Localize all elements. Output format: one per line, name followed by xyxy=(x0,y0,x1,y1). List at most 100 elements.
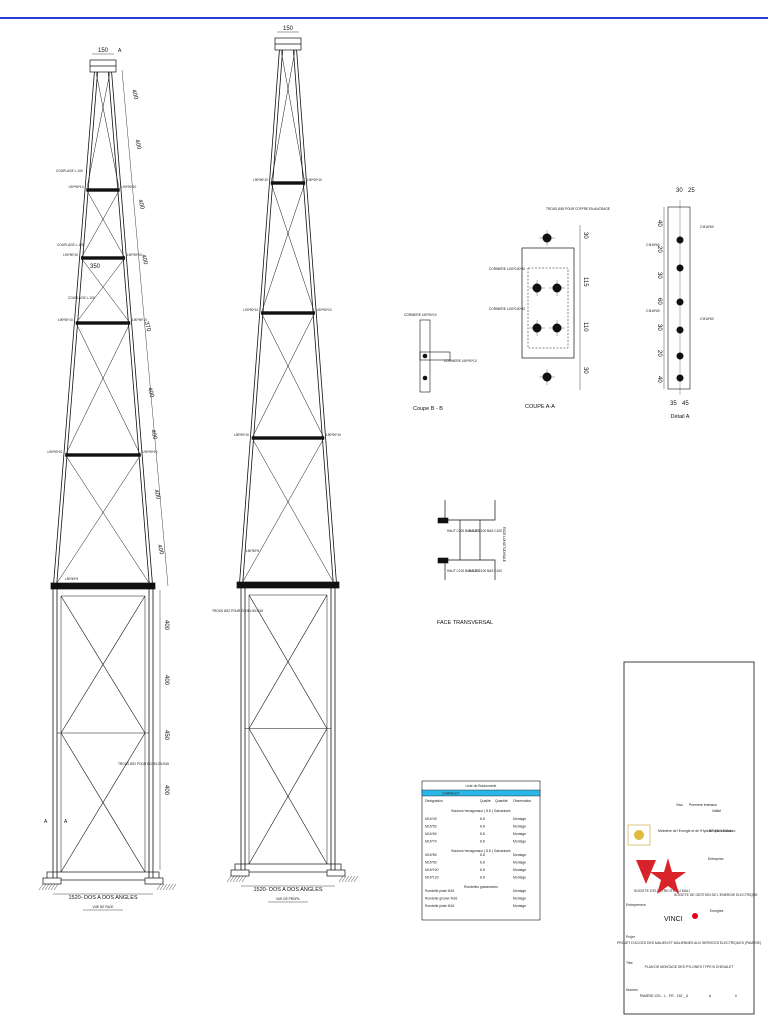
bom-cell: Montage xyxy=(513,897,526,901)
diagonal-brace xyxy=(54,454,141,587)
bom-cell: Montage xyxy=(513,817,526,821)
ground-hatch xyxy=(168,883,174,891)
bom-cell: 8.8 xyxy=(480,840,485,844)
base-dimension: 450 xyxy=(163,730,169,741)
ground-hatch xyxy=(344,875,350,883)
member-label: L90*90*10 xyxy=(132,318,147,322)
entreprise-label: Entreprise xyxy=(708,857,724,861)
bom-highlight-text: CHAVALET xyxy=(442,792,459,796)
bom-column-header: Qualité xyxy=(480,799,491,803)
horizontal-brace xyxy=(86,188,120,192)
member-label: L90*90*10 xyxy=(63,253,78,257)
bom-cell: Rondelle grower M16 xyxy=(425,897,457,901)
detail-a-dim: 30 xyxy=(582,367,588,374)
base-diagonal xyxy=(248,594,328,729)
base-dimension: 400 xyxy=(163,785,169,796)
base-diagonal xyxy=(60,595,146,734)
detail-a-dim: 30 xyxy=(582,232,588,239)
segment-dimension: 370 xyxy=(143,321,152,333)
member-label: L90*90*10 xyxy=(143,450,158,454)
tower-leg-right xyxy=(108,71,150,587)
transversal-label: HAUT C100 BAS C100 xyxy=(469,569,502,573)
detail-c-dim: 40 xyxy=(656,220,662,227)
bom-cell: Rondelle plate M16 xyxy=(425,904,454,908)
diagonal-brace xyxy=(86,189,126,259)
horizontal-brace xyxy=(65,453,141,457)
horizontal-brace xyxy=(75,321,131,325)
foot-plate-right xyxy=(144,877,164,885)
member-label: L50*50*5 xyxy=(65,577,78,581)
bom-column-header: Désignation xyxy=(425,799,443,803)
detail-c-dim: 20 xyxy=(656,350,662,357)
diagonal-brace xyxy=(95,71,120,191)
tower-leg-right xyxy=(296,49,337,586)
ground-hatch xyxy=(165,883,171,891)
base-dimension: 400 xyxy=(163,675,169,686)
contractor-logo-text: VINCI xyxy=(664,916,683,923)
diagonal-brace xyxy=(80,189,120,259)
tower-leg-left xyxy=(53,71,95,587)
detail-a-inner xyxy=(527,267,569,349)
detail-c-bolt-label: 2 M16*60 xyxy=(646,309,660,313)
bom-cell: 8.8 xyxy=(480,868,485,872)
base-foot-beam xyxy=(46,871,160,881)
detail-a-dim: 110 xyxy=(582,322,588,332)
bolt-icon xyxy=(676,236,684,244)
bom-section: Rondelles galvanisées xyxy=(464,885,498,889)
diagonal-brace xyxy=(86,71,111,191)
base-dimension: 400 xyxy=(163,620,169,631)
ref-sheet: A xyxy=(709,994,712,998)
ground-hatch xyxy=(241,875,247,883)
drawing-reference: PAMESE-CEL - L - PR - 152 _ A xyxy=(640,994,689,998)
dimension-chain xyxy=(121,69,169,587)
detail-b-label: CORNIERE L90*90*10 xyxy=(404,313,437,317)
diagonal-brace xyxy=(240,437,325,586)
detail-c-dim: 40 xyxy=(656,376,662,383)
member-label: L90*90*10 xyxy=(326,433,341,437)
tower-leg-left xyxy=(56,71,98,587)
bom-cell: M16*70 xyxy=(425,840,437,844)
bom-cell: Montage xyxy=(513,825,526,829)
detail-c-bolt-label: 2 M16*60 xyxy=(646,243,660,247)
detail-c-dim: 30 xyxy=(656,272,662,279)
org-name-2: SOCIETE DE GESTION DE L'ENERGIE ELECTRIQ… xyxy=(674,893,758,897)
detail-c-caption: Détail A xyxy=(671,414,690,420)
detail-b-plate xyxy=(419,351,451,361)
base-top-beam xyxy=(50,582,156,590)
bom-cell: 8.8 xyxy=(480,832,485,836)
detail-c-bolt-label: 2 M16*60 xyxy=(700,317,714,321)
detail-a-label: CORNIERE L100*100*10 xyxy=(489,307,525,311)
drawing-title: PLAN DE MONTAGE DES PYLONES TYPE B CHEVA… xyxy=(645,965,734,969)
tower-leg-right xyxy=(293,49,334,586)
diagonal-brace xyxy=(251,437,336,586)
detail-b-caption: Coupe B - B xyxy=(413,406,443,412)
member-label: L90*90*10 xyxy=(127,253,142,257)
transversal-bolt xyxy=(437,517,449,524)
detail-c-dim: 20 xyxy=(656,246,662,253)
transversal-bolt xyxy=(437,557,449,564)
diagonal-brace xyxy=(251,312,315,439)
view-caption: VUE DE FACE xyxy=(92,905,113,909)
member-label: L90*90*10 xyxy=(317,308,332,312)
segment-dimension: 400 xyxy=(130,89,139,101)
bom-cell: Montage xyxy=(513,876,526,880)
maitre-ouvrage-address: BP 1941 Bamako xyxy=(709,829,735,833)
bom-cell: M16*60 xyxy=(425,832,437,836)
ground-hatch xyxy=(226,875,232,883)
coupling-label: COUPLAGE L-100 xyxy=(57,243,84,247)
tower-leg-left xyxy=(239,49,280,586)
diagonal-brace xyxy=(65,322,131,456)
transversal-caption: FACE TRANSVERSAL xyxy=(437,620,493,626)
detail-c-angle xyxy=(667,206,691,390)
bom-cell: 8.8 xyxy=(480,853,485,857)
ground-hatch xyxy=(235,875,241,883)
contractor-sub: Energies xyxy=(710,909,724,913)
project-name: PROJET D'ACCES DES MALIEN ET MALIENNES A… xyxy=(617,941,761,945)
contractor-label: Entrepreneur xyxy=(626,903,647,907)
somagep-logo-icon xyxy=(650,858,686,894)
bom-cell: M16*90 xyxy=(425,861,437,865)
bolt-icon xyxy=(676,298,684,306)
revision-description: Premiere émission xyxy=(689,803,717,807)
bolt-icon xyxy=(422,375,428,381)
transversal-channel-bottom xyxy=(444,559,496,580)
